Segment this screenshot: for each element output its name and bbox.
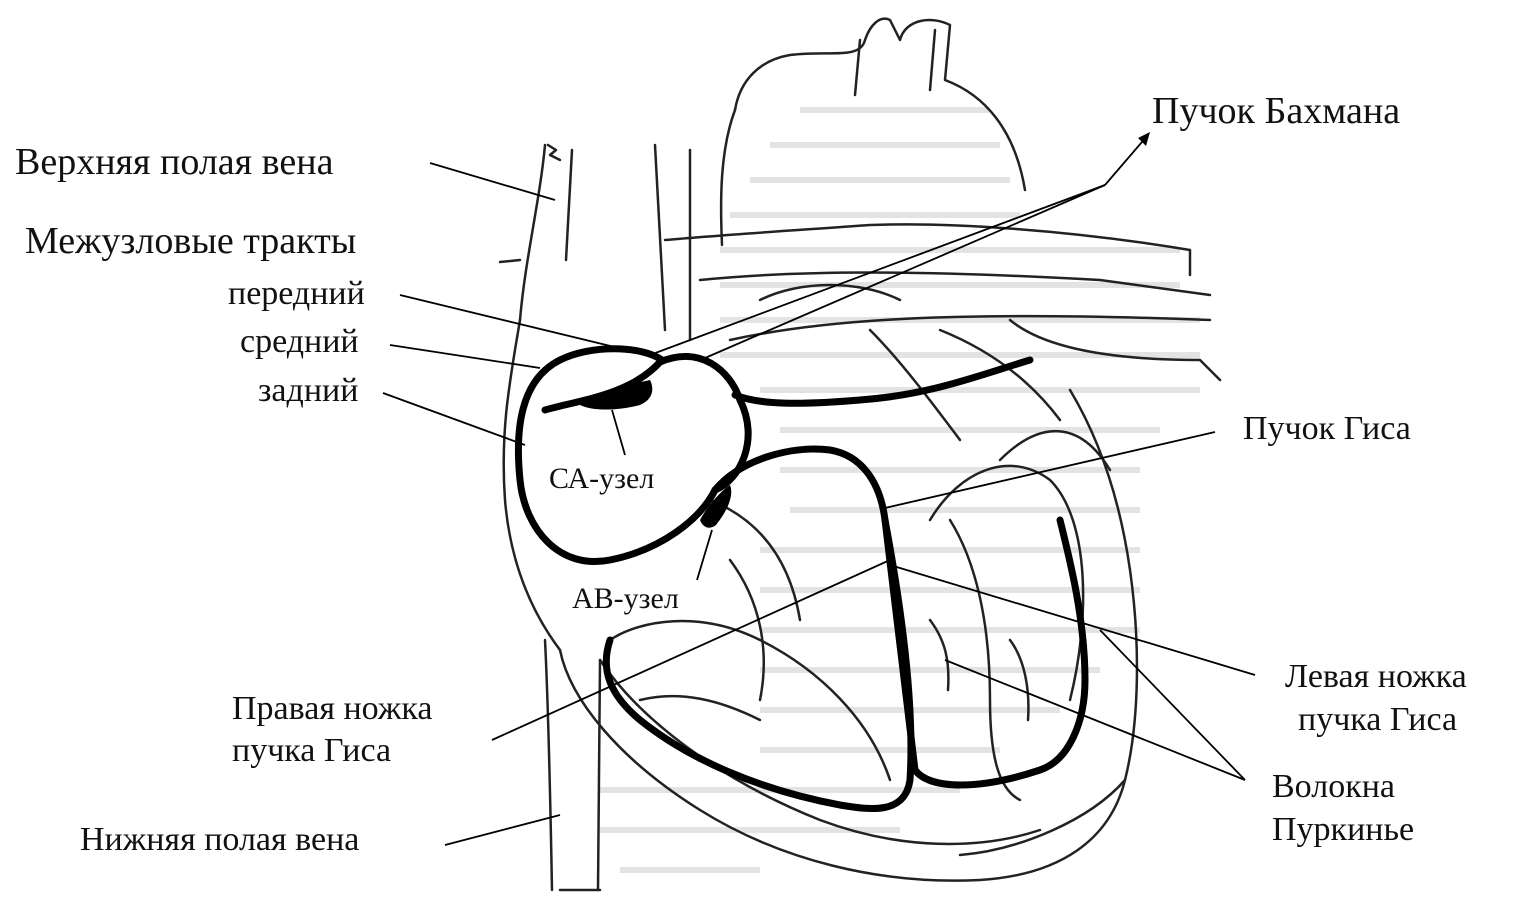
leader-bachmann-arrow: [1105, 135, 1148, 185]
leader-bachmann-1: [650, 185, 1105, 355]
sa-node-shape: [580, 380, 652, 410]
bachmann-bundle: [735, 360, 1030, 403]
leader-posterior: [383, 393, 525, 445]
label-left-bundle-line2: пучка Гиса: [1298, 703, 1457, 737]
sa-loop: [518, 349, 715, 562]
leader-svc: [430, 163, 555, 200]
label-right-bundle-line2: пучка Гиса: [232, 734, 391, 768]
label-posterior-tract: задний: [258, 374, 358, 408]
leader-purkinje-2: [1100, 630, 1245, 780]
label-sa-node: СА-узел: [545, 462, 658, 496]
label-right-bundle-line1: Правая ножка: [232, 692, 432, 726]
label-middle-tract: средний: [240, 325, 359, 359]
label-purkinje-line2: Пуркинье: [1272, 813, 1414, 847]
label-left-bundle-line1: Левая ножка: [1285, 660, 1467, 694]
leader-sa-node: [612, 410, 625, 455]
label-superior-vena-cava: Верхняя полая вена: [15, 143, 333, 181]
label-anterior-tract: передний: [228, 277, 365, 311]
leader-bachmann-2: [705, 185, 1105, 358]
leader-av-node: [697, 530, 712, 580]
superior-vena-cava: [500, 145, 572, 320]
right-bundle-branch: [606, 520, 911, 809]
label-av-node: АВ-узел: [568, 582, 683, 616]
label-his-bundle: Пучок Гиса: [1243, 412, 1411, 446]
label-inferior-vena-cava: Нижняя полая вена: [80, 823, 359, 857]
leader-ivc: [445, 815, 560, 845]
inferior-vena-cava: [545, 640, 600, 890]
label-internodal-tracts: Межузловые тракты: [25, 222, 356, 260]
leader-middle: [390, 345, 540, 368]
aorta: [735, 19, 1025, 190]
label-purkinje-line1: Волокна: [1272, 770, 1395, 804]
label-bachmann-bundle: Пучок Бахмана: [1152, 92, 1400, 130]
leader-anterior: [400, 295, 660, 358]
left-bundle-branch: [885, 520, 1085, 785]
